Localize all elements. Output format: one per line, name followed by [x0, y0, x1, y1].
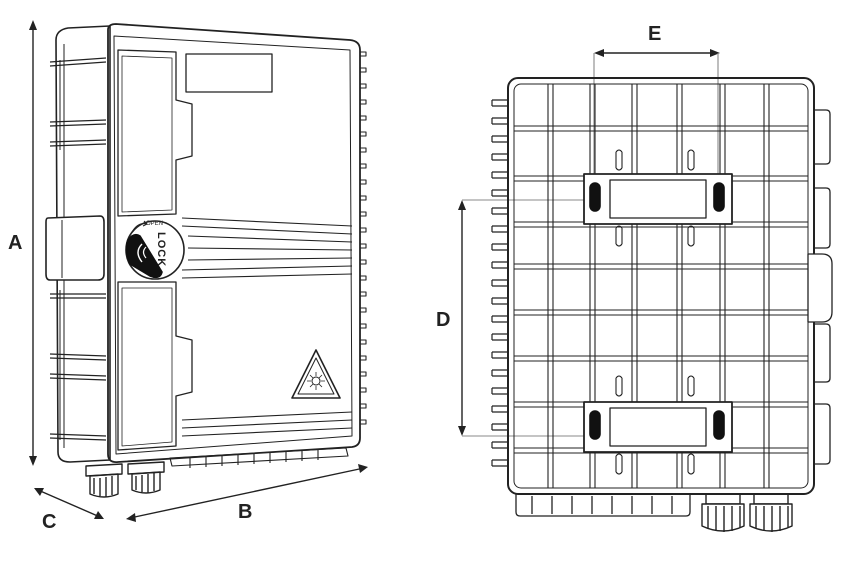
label-window — [185, 53, 273, 93]
laser-warning-icon — [291, 349, 341, 399]
bottom-lip — [515, 494, 691, 517]
label-d: D — [436, 309, 450, 331]
label-a: A — [8, 232, 22, 254]
mounting-bracket-icon — [583, 173, 733, 225]
cable-gland-icon — [85, 461, 165, 498]
front-view: A C B — [8, 20, 368, 533]
back-slots — [615, 149, 695, 475]
side-latch — [45, 215, 105, 281]
dimension-c: C — [34, 488, 104, 533]
lock-text: LOCK — [155, 232, 167, 267]
back-view: E D — [436, 23, 833, 532]
right-side-clips — [807, 109, 833, 465]
dimension-a: A — [8, 20, 37, 466]
cable-gland-icon — [701, 493, 793, 532]
front-ribs — [181, 217, 353, 437]
label-c: C — [42, 511, 56, 533]
dimension-b: B — [126, 464, 368, 523]
dimension-e: E — [593, 23, 720, 196]
dimension-d: D — [436, 199, 594, 437]
right-edge-ribs — [360, 51, 367, 425]
upper-door-panel — [117, 49, 193, 217]
open-text: OPEN — [146, 221, 163, 227]
left-edge-ribs — [491, 99, 508, 467]
mounting-bracket-icon — [583, 401, 733, 453]
lock-knob-icon: LOCK OPEN — [125, 220, 185, 280]
bottom-ports — [169, 447, 349, 468]
lower-door-panel — [117, 281, 193, 451]
label-b: B — [238, 501, 252, 523]
enclosure-front — [107, 23, 361, 463]
side-clips — [49, 57, 107, 441]
label-e: E — [648, 23, 661, 45]
